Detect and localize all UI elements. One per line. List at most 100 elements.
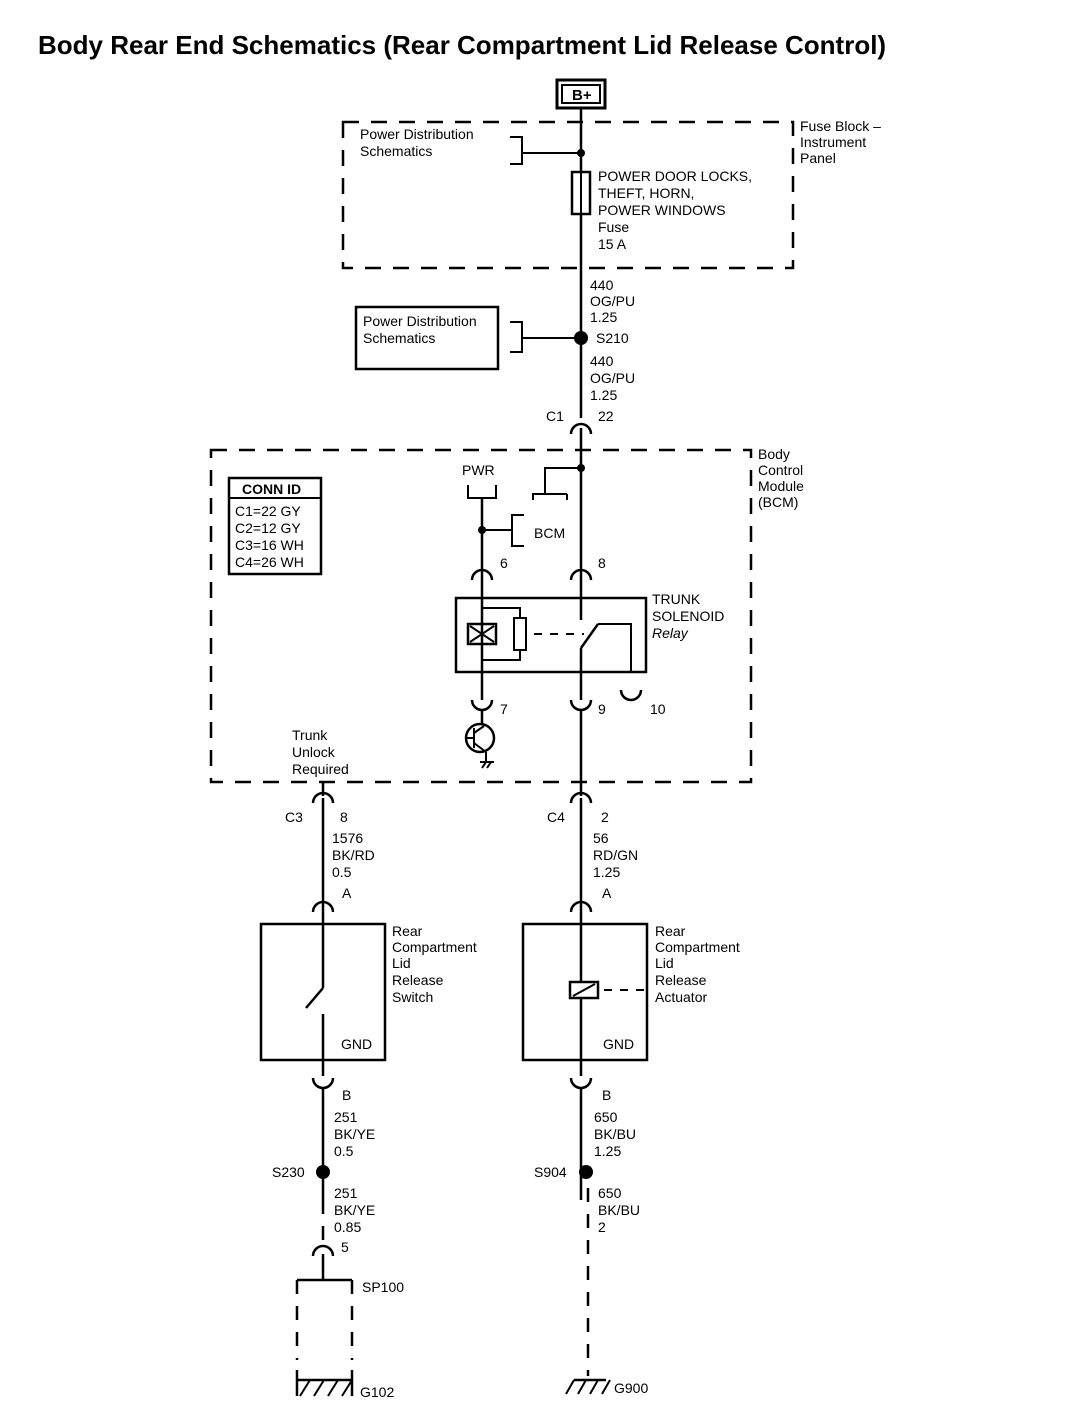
svg-text:22: 22 (598, 408, 614, 424)
relay-pin-10: 10 (650, 701, 666, 717)
svg-text:Fuse: Fuse (598, 219, 629, 235)
svg-text:0.5: 0.5 (334, 1143, 354, 1159)
switch-pin-b: B (342, 1087, 351, 1103)
battery-label: B+ (572, 87, 592, 104)
svg-text:SOLENOID: SOLENOID (652, 608, 724, 624)
svg-text:C3: C3 (285, 809, 303, 825)
trunk-solenoid-relay (454, 596, 648, 674)
svg-text:1.25: 1.25 (590, 387, 617, 403)
svg-text:5: 5 (341, 1239, 349, 1255)
relay-pin-7: 7 (500, 701, 508, 717)
svg-text:Rear: Rear (655, 923, 686, 939)
svg-text:2: 2 (601, 809, 609, 825)
svg-text:251: 251 (334, 1185, 358, 1201)
splice-s210-label: S210 (596, 330, 629, 346)
svg-text:TRUNK: TRUNK (652, 591, 701, 607)
actuator-pin-b: B (602, 1087, 611, 1103)
bcm-ref-label: BCM (534, 525, 565, 541)
svg-text:2: 2 (598, 1219, 606, 1235)
svg-text:C2=12 GY: C2=12 GY (235, 520, 301, 536)
svg-text:OG/PU: OG/PU (590, 293, 635, 309)
svg-text:1.25: 1.25 (593, 864, 620, 880)
actuator-gnd-label: GND (603, 1036, 634, 1052)
connector-sp100: 5 SP100 (295, 1239, 404, 1360)
svg-text:Rear: Rear (392, 923, 423, 939)
fuse-block-label: Fuse Block – Instrument Panel (800, 118, 881, 166)
relay-pin-9: 9 (598, 701, 606, 717)
svg-text:Panel: Panel (800, 150, 836, 166)
svg-text:POWER DOOR LOCKS,: POWER DOOR LOCKS, (598, 168, 752, 184)
svg-text:Power Distribution: Power Distribution (363, 313, 477, 329)
conn-id-table: CONN ID C1=22 GY C2=12 GY C3=16 WH C4=26… (227, 476, 323, 576)
battery-terminal: B+ (555, 78, 607, 110)
svg-text:CONN ID: CONN ID (242, 481, 301, 497)
svg-text:650: 650 (598, 1185, 622, 1201)
wire-650-label-lower: 650 BK/BU 2 (598, 1185, 640, 1235)
switch-label: Rear Compartment Lid Release Switch (392, 923, 477, 1005)
svg-text:0.5: 0.5 (332, 864, 352, 880)
svg-text:Release: Release (392, 972, 444, 988)
svg-text:Fuse Block –: Fuse Block – (800, 118, 881, 134)
relay-pin-6: 6 (500, 555, 508, 571)
svg-text:THEFT, HORN,: THEFT, HORN, (598, 185, 694, 201)
svg-text:251: 251 (334, 1109, 358, 1125)
svg-text:BK/BU: BK/BU (598, 1202, 640, 1218)
svg-text:BK/BU: BK/BU (594, 1126, 636, 1142)
svg-text:Compartment: Compartment (655, 939, 740, 955)
svg-text:Module: Module (758, 478, 804, 494)
svg-text:Schematics: Schematics (363, 330, 435, 346)
svg-text:(BCM): (BCM) (758, 494, 798, 510)
fuse-label: POWER DOOR LOCKS, THEFT, HORN, POWER WIN… (598, 168, 752, 252)
bcm-label: Body Control Module (BCM) (758, 446, 804, 510)
svg-text:Lid: Lid (655, 955, 674, 971)
wire-650-label-upper: 650 BK/BU 1.25 (594, 1109, 636, 1159)
bcm-outline (209, 448, 753, 784)
fuse-symbol (570, 170, 592, 216)
svg-text:C1=22 GY: C1=22 GY (235, 503, 301, 519)
svg-text:Required: Required (292, 761, 349, 777)
svg-text:Power Distribution: Power Distribution (360, 126, 474, 142)
relay-pin-8: 8 (598, 555, 606, 571)
wire-440-label-upper: 440 OG/PU 1.25 (590, 277, 635, 325)
svg-text:Unlock: Unlock (292, 744, 336, 760)
svg-text:440: 440 (590, 277, 614, 293)
transistor-symbol (464, 710, 496, 769)
actuator-pin-a: A (602, 885, 612, 901)
svg-text:C4: C4 (547, 809, 565, 825)
svg-text:Release: Release (655, 972, 707, 988)
svg-text:1576: 1576 (332, 830, 363, 846)
relay-label: TRUNK SOLENOID Relay (652, 591, 724, 641)
svg-text:BK/YE: BK/YE (334, 1126, 375, 1142)
svg-text:C3=16 WH: C3=16 WH (235, 537, 304, 553)
svg-text:650: 650 (594, 1109, 618, 1125)
wire-56-label: 56 RD/GN 1.25 (593, 830, 638, 880)
svg-text:C1: C1 (546, 408, 564, 424)
svg-text:SP100: SP100 (362, 1279, 404, 1295)
ground-g102-label: G102 (360, 1384, 394, 1400)
svg-text:Schematics: Schematics (360, 143, 432, 159)
wire-251-label-upper: 251 BK/YE 0.5 (334, 1109, 375, 1159)
page-title: Body Rear End Schematics (Rear Compartme… (38, 30, 886, 60)
ground-g900: G900 (565, 1378, 648, 1396)
connector-c4: C4 2 (547, 791, 609, 825)
svg-text:Compartment: Compartment (392, 939, 477, 955)
svg-text:Switch: Switch (392, 989, 433, 1005)
splice-s230 (316, 1165, 330, 1179)
wire-440-label-lower: 440 OG/PU 1.25 (590, 353, 635, 403)
splice-s904 (579, 1165, 593, 1179)
wire-251-label-lower: 251 BK/YE 0.85 (334, 1185, 375, 1235)
pwr-label: PWR (462, 462, 495, 478)
ground-g900-label: G900 (614, 1380, 648, 1396)
power-distribution-ref-2: Power Distribution Schematics (354, 305, 581, 371)
svg-text:Actuator: Actuator (655, 989, 707, 1005)
svg-text:Instrument: Instrument (800, 134, 866, 150)
switch-pin-a: A (342, 885, 352, 901)
svg-text:8: 8 (340, 809, 348, 825)
svg-text:1.25: 1.25 (594, 1143, 621, 1159)
trunk-unlock-label: Trunk Unlock Required (292, 727, 349, 777)
rear-compartment-lid-release-actuator: GND (521, 906, 649, 1076)
svg-text:Relay: Relay (652, 625, 689, 641)
svg-text:Body: Body (758, 446, 790, 462)
svg-text:Trunk: Trunk (292, 727, 328, 743)
